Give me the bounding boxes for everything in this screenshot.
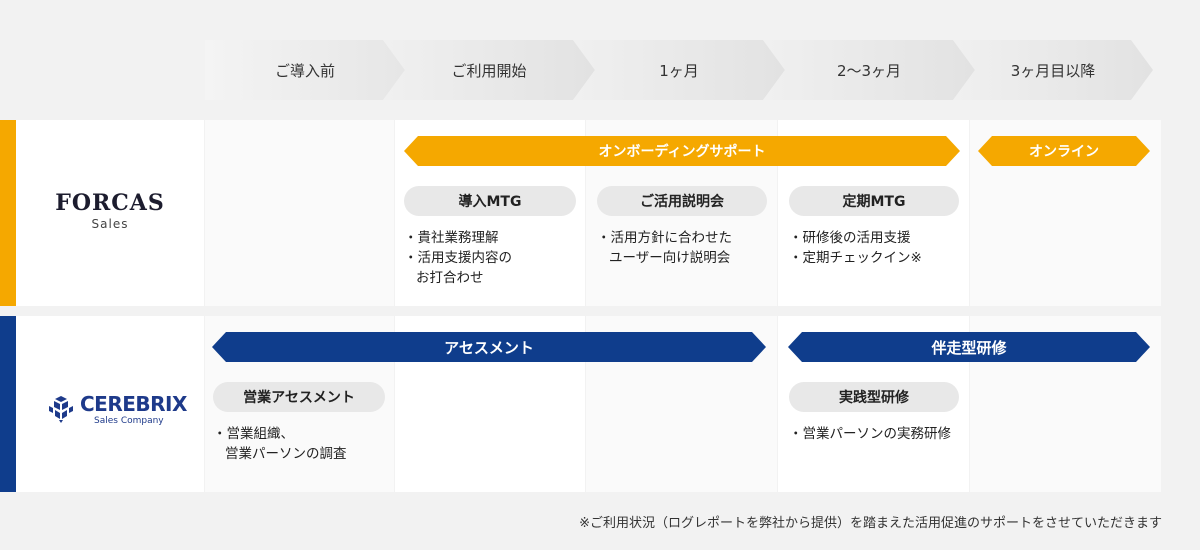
pill-label: 定期MTG: [842, 194, 906, 210]
cerebrix-logo: CEREBRIX Sales Company: [46, 392, 187, 432]
phase-3-months-later: 3ヶ月目以降: [953, 40, 1153, 100]
cerebrix-logo-sub: Sales Company: [94, 416, 164, 426]
online-banner: オンライン: [978, 136, 1150, 166]
banner-label: オンボーディングサポート: [598, 144, 766, 160]
description-line: ・定期チェックイン※: [789, 250, 922, 266]
banner-label: アセスメント: [444, 338, 534, 357]
onboarding-support-banner: オンボーディングサポート: [404, 136, 960, 166]
description-line: 営業パーソンの調査: [225, 446, 347, 462]
phase-start-of-use: ご利用開始: [383, 40, 595, 100]
sales-assessment-description: ・営業組織、 営業パーソンの調査: [213, 424, 347, 464]
phase-1-month: 1ヶ月: [573, 40, 785, 100]
sales-assessment-pill: 営業アセスメント: [213, 382, 385, 412]
cerebrix-row-accent: [0, 316, 16, 492]
description-line: ・研修後の活用支援: [789, 230, 911, 246]
assessment-banner: アセスメント: [212, 332, 766, 362]
forcas-row-accent: [0, 120, 16, 306]
pill-label: ご活用説明会: [640, 194, 724, 210]
description-line: ・活用支援内容の: [404, 250, 512, 266]
cerebrix-logo-cell: [16, 316, 204, 492]
usage-briefing-pill: ご活用説明会: [597, 186, 767, 216]
forcas-logo: FORCAS Sales: [16, 190, 204, 231]
phase-label: 3ヶ月目以降: [1010, 61, 1096, 80]
description-line: ・貴社業務理解: [404, 230, 499, 246]
phase-2-3-months: 2～3ヶ月: [763, 40, 975, 100]
phase-label: ご導入前: [274, 61, 335, 80]
regular-mtg-description: ・研修後の活用支援 ・定期チェックイン※: [789, 228, 922, 268]
description-line: ユーザー向け説明会: [609, 250, 731, 266]
pill-label: 導入MTG: [458, 194, 522, 210]
forcas-logo-sub: Sales: [91, 217, 129, 231]
banner-label: 伴走型研修: [931, 338, 1007, 357]
practical-training-description: ・営業パーソンの実務研修: [789, 424, 951, 444]
description-line: ・活用方針に合わせた: [597, 230, 732, 246]
usage-briefing-description: ・活用方針に合わせた ユーザー向け説明会: [597, 228, 732, 268]
pill-label: 営業アセスメント: [243, 390, 355, 406]
phase-label: ご利用開始: [451, 61, 527, 80]
practical-training-pill: 実践型研修: [789, 382, 959, 412]
phase-before-introduction: ご導入前: [205, 40, 405, 100]
forcas-cell-before: [205, 120, 394, 306]
kickoff-mtg-description: ・貴社業務理解 ・活用支援内容の お打合わせ: [404, 228, 512, 288]
banner-label: オンライン: [1029, 144, 1099, 160]
description-line: お打合わせ: [416, 270, 484, 286]
description-line: ・営業パーソンの実務研修: [789, 426, 951, 442]
footnote: ※ご利用状況（ログレポートを弊社から提供）を踏まえた活用促進のサポートをさせてい…: [579, 516, 1162, 531]
regular-mtg-pill: 定期MTG: [789, 186, 959, 216]
accompanying-training-banner: 伴走型研修: [788, 332, 1150, 362]
cerebrix-cube-icon: [49, 396, 73, 423]
phase-label: 1ヶ月: [659, 61, 699, 80]
forcas-logo-name: FORCAS: [55, 190, 165, 216]
cerebrix-logo-name: CEREBRIX: [80, 392, 187, 416]
pill-label: 実践型研修: [839, 390, 909, 406]
description-line: ・営業組織、: [213, 426, 294, 442]
phase-label: 2～3ヶ月: [836, 61, 902, 80]
forcas-logo-cell: [16, 120, 204, 306]
kickoff-mtg-pill: 導入MTG: [404, 186, 576, 216]
